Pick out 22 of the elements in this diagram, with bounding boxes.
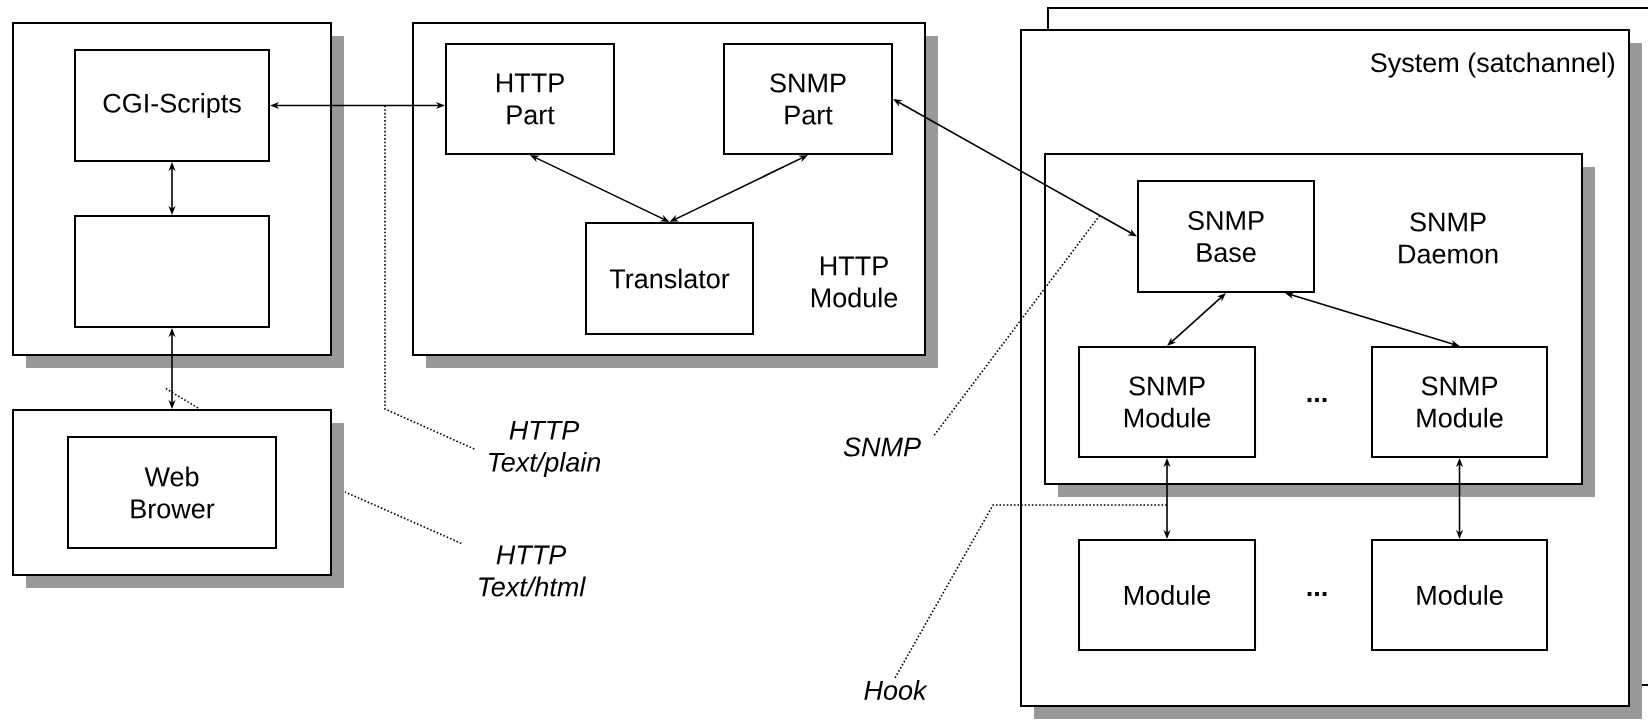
protocol-label: SNMP	[843, 437, 921, 457]
process-box	[74, 215, 270, 328]
process-box: Module	[1078, 539, 1256, 651]
process-box: SNMP Module	[1078, 346, 1256, 458]
process-box: SNMP Base	[1137, 180, 1315, 293]
protocol-label: Hook	[864, 680, 928, 700]
ellipsis: ...	[1307, 592, 1327, 596]
process-box: SNMP Module	[1371, 346, 1548, 458]
ellipsis: ...	[1307, 398, 1327, 402]
arrow	[1167, 293, 1226, 346]
process-box: Module	[1371, 539, 1548, 651]
process-box: Web Brower	[67, 436, 277, 549]
process-box: HTTP Part	[445, 43, 615, 155]
process-box: SNMP Part	[723, 43, 893, 155]
leader-line	[164, 387, 463, 545]
leader-line	[384, 104, 476, 450]
process-box: CGI-Scripts	[74, 49, 270, 162]
leader-line	[933, 214, 1101, 437]
process-box: Translator	[585, 222, 754, 335]
protocol-label: HTTP Text/html	[479, 545, 586, 597]
protocol-label: HTTP Text/plain	[489, 420, 601, 478]
leader-line	[894, 504, 1168, 679]
